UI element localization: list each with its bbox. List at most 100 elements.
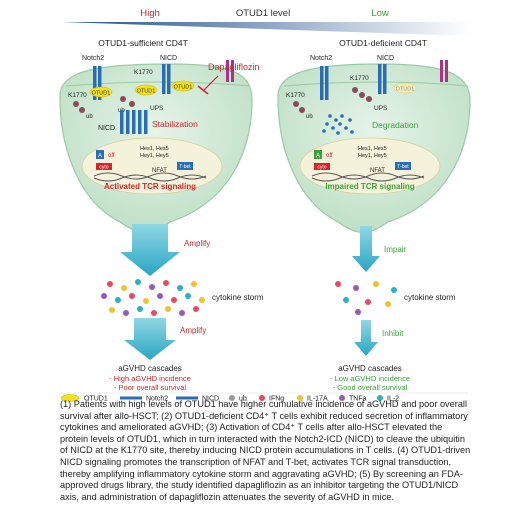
left-nicd-stack-4 xyxy=(138,110,142,134)
inhibit-label: Inhibit xyxy=(382,329,404,338)
right-genes-2: Hey1, Hey5 xyxy=(358,153,387,159)
left-otud1-oval-3 xyxy=(171,80,195,92)
right-receptor-2 xyxy=(445,60,448,82)
left-amplify-arrow-1 xyxy=(120,224,180,276)
dapagliflozin-label: Dapagliflozin xyxy=(208,62,260,72)
left-outcome-2: - Poor overall survival xyxy=(114,383,186,392)
left-genes-1: Hes1, Hes5 xyxy=(140,146,169,152)
left-notch2-label: Notch2 xyxy=(82,55,104,62)
legend-il17a-icon xyxy=(297,395,303,401)
legend: OTUD1 Notch2 NICD ub IFNg IL-17A TNFa IL… xyxy=(60,394,399,403)
right-cascades-label: aGVHD cascades xyxy=(338,364,402,373)
legend-tnfa-icon xyxy=(339,395,345,401)
right-ub-dot-5 xyxy=(366,96,372,102)
left-nicd-bar-1 xyxy=(162,64,166,94)
right-k1770-label-1: K1770 xyxy=(286,92,305,99)
impair-label: Impair xyxy=(384,245,407,254)
right-outcome-1: - Low aGVHD incidence xyxy=(330,374,410,383)
right-ub-dot-2 xyxy=(299,107,305,113)
stabilization-label: Stabilization xyxy=(152,119,198,129)
right-panel-title: OTUD1-deficient CD4T xyxy=(339,38,427,48)
dapagliflozin-inhibit-line xyxy=(203,75,219,91)
left-cascades-label: aGVHD cascades xyxy=(118,364,182,373)
amplify-label-1: Amplify xyxy=(184,239,210,248)
left-tbet-box xyxy=(177,162,193,170)
left-cytokine-storm-label: cytokine storm xyxy=(212,293,264,302)
right-ub-dot-3 xyxy=(352,87,358,93)
right-ub-dot-1 xyxy=(293,101,299,107)
svg-text:A: A xyxy=(98,154,102,160)
dapagliflozin-receptor-2 xyxy=(231,60,234,82)
left-signaling-label: Activated TCR signaling xyxy=(104,182,196,191)
left-otud1-oval-1 xyxy=(89,86,113,98)
left-notch2-bar-2 xyxy=(98,66,102,100)
right-off-label: off xyxy=(326,153,333,159)
legend-ifng-icon xyxy=(259,395,265,401)
right-nicd-label: NICD xyxy=(377,55,394,62)
left-notch2-bar-1 xyxy=(93,66,97,100)
dapagliflozin-inhibit-bar xyxy=(197,85,209,95)
otud1-level-gradient xyxy=(62,22,470,36)
high-label: High xyxy=(140,8,160,19)
right-nfat-label: NFAT xyxy=(370,168,385,174)
right-ups-label: UPS xyxy=(374,105,388,112)
right-k1770-label-2: K1770 xyxy=(350,75,369,82)
legend-otud1-icon xyxy=(60,394,80,402)
svg-text:T-bet: T-bet xyxy=(179,164,191,170)
left-nicd-stack-5 xyxy=(144,110,148,134)
left-off-label: off xyxy=(108,153,115,159)
dapagliflozin-receptor-1 xyxy=(226,60,229,82)
left-cytokine-dots xyxy=(101,279,205,316)
left-nicd-label: NICD xyxy=(160,55,177,62)
right-notch2-label: Notch2 xyxy=(310,55,332,62)
degradation-label: Degradation xyxy=(372,120,419,130)
left-otud1-oval-2 xyxy=(134,84,158,96)
right-otud1-oval xyxy=(393,82,417,94)
svg-text:cyto: cyto xyxy=(317,165,326,171)
low-label: Low xyxy=(371,8,389,19)
left-cell: Notch2 NICD K1770 K1770 OTUD1 OTUD1 OTUD… xyxy=(59,55,260,234)
left-nicd-stack-2 xyxy=(126,110,130,134)
right-cell: Notch2 NICD K1770 K1770 OTUD1 ub UPS Deg… xyxy=(277,55,471,234)
right-notch2-bar-1 xyxy=(320,66,324,100)
right-tbet-box xyxy=(395,162,411,170)
right-outcome-2: - Good overall survival xyxy=(333,383,408,392)
left-ub-dot-1 xyxy=(73,101,79,107)
svg-text:cyto: cyto xyxy=(99,165,108,171)
legend-ifng-label: IFNg xyxy=(269,396,284,403)
left-otud1-label-3: OTUD1 xyxy=(174,85,193,91)
right-otud1-label: OTUD1 xyxy=(396,87,415,93)
legend-tnfa-label: TNFa xyxy=(349,396,367,403)
legend-notch2-icon xyxy=(120,396,142,400)
svg-text:A: A xyxy=(316,154,320,160)
right-nicd-bar-1 xyxy=(378,64,382,94)
legend-nicd-icon xyxy=(176,396,198,400)
left-amplify-arrow-2 xyxy=(124,318,176,360)
left-otud1-label-1: OTUD1 xyxy=(92,91,111,97)
right-nicd-bar-2 xyxy=(383,64,387,94)
left-ups-label: UPS xyxy=(150,105,164,112)
left-nicd-inner-label: NICD xyxy=(98,125,115,132)
right-notch2-bar-2 xyxy=(325,66,329,100)
left-nicd-bar-2 xyxy=(167,64,171,94)
right-cytokine-storm-label: cytokine storm xyxy=(404,293,456,302)
right-genes-1: Hes1, Hes5 xyxy=(358,146,387,152)
left-dna-strand xyxy=(93,172,207,180)
left-k1770-label-2: K1770 xyxy=(134,69,153,76)
right-impair-arrow xyxy=(352,226,380,272)
right-box-a xyxy=(314,150,322,159)
legend-il17a-label: IL-17A xyxy=(307,396,328,403)
otud1-level-label: OTUD1 level xyxy=(236,8,290,19)
left-genes-2: Hey1, Hey5 xyxy=(140,153,169,159)
left-ub-dot-3 xyxy=(120,96,126,102)
left-ub-dot-4 xyxy=(129,101,135,107)
legend-ub-icon xyxy=(229,395,235,401)
right-receptor-1 xyxy=(440,60,443,82)
legend-ub-label: ub xyxy=(239,396,247,403)
right-ub-label: ub xyxy=(306,114,313,120)
left-ub-label-1: ub xyxy=(86,114,93,120)
right-cytokine-dots xyxy=(335,281,397,315)
left-cyto-box xyxy=(96,163,112,170)
